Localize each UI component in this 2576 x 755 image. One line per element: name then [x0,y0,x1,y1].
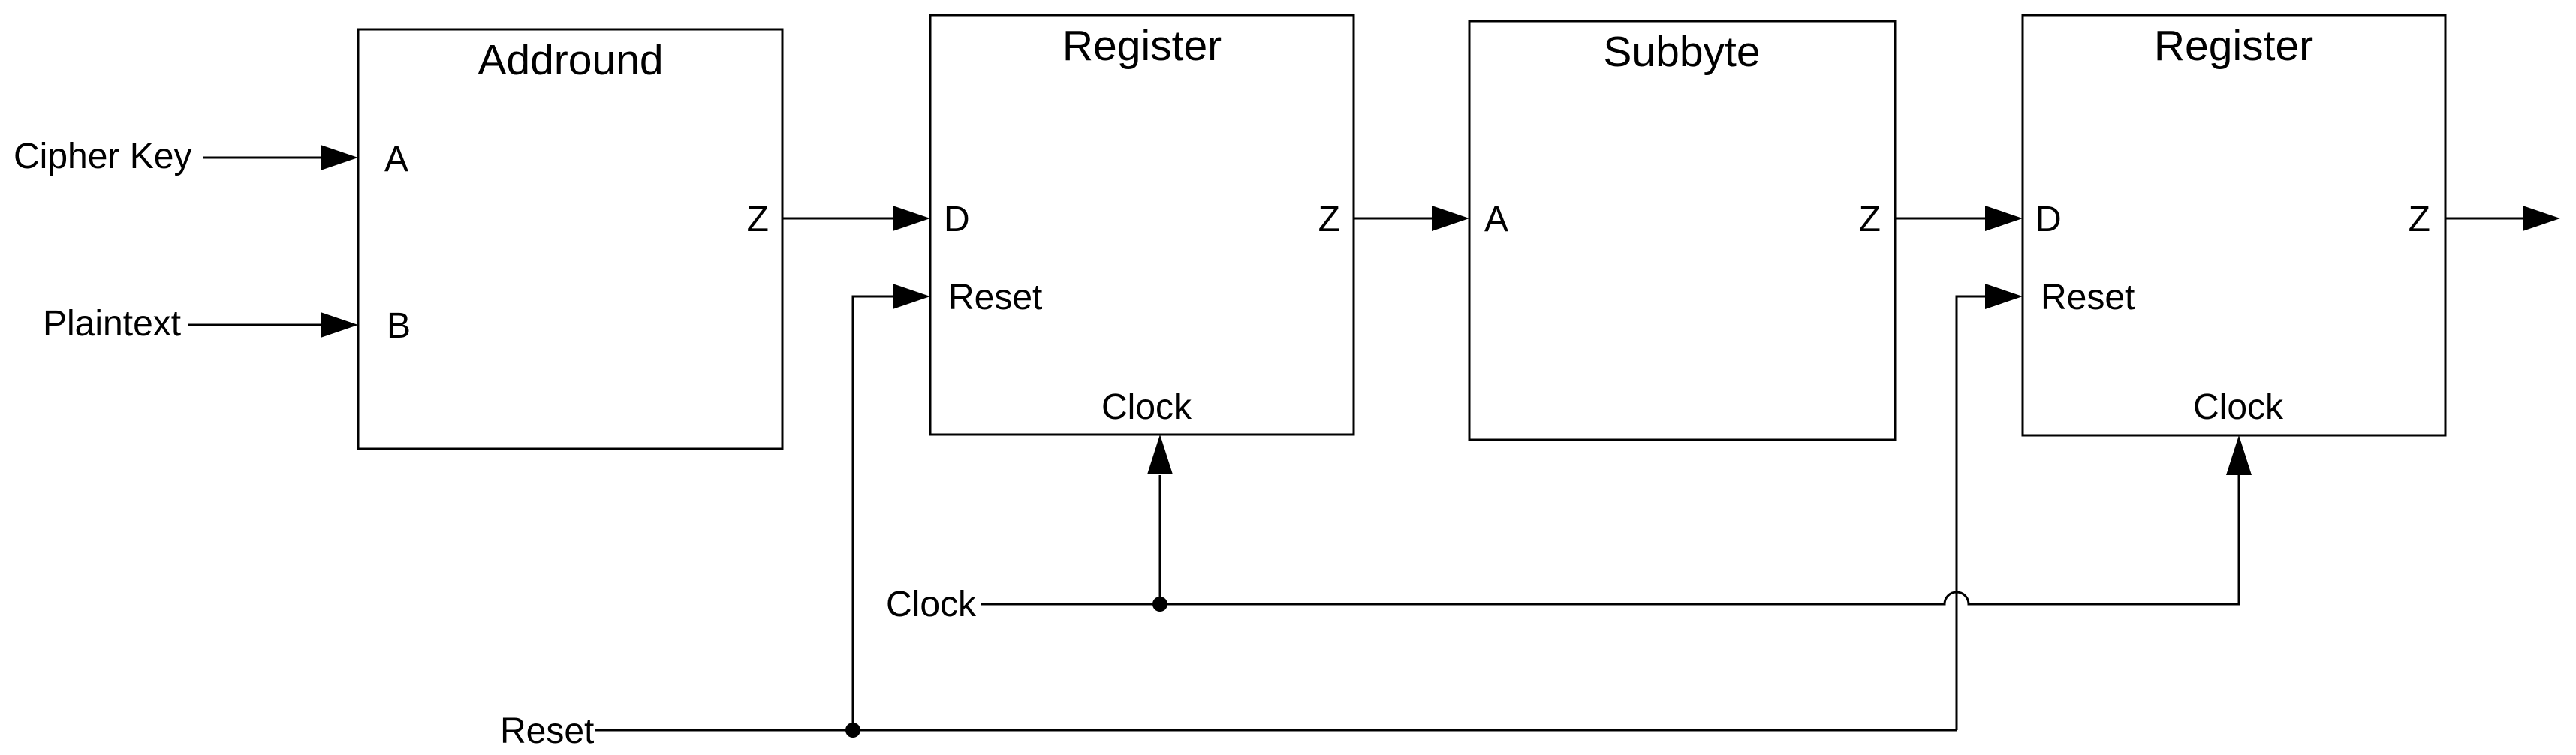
subbyte-port-a-label: A [1484,200,1508,239]
reset-signal-label: Reset [500,711,594,751]
addround-title: Addround [478,36,663,84]
cipher-key-arrowhead-icon [321,145,358,170]
register2-port-reset-label: Reset [2041,278,2135,317]
clock-signal-label: Clock [886,585,977,624]
addround-port-z-label: Z [747,200,769,239]
addround-port-a-label: A [384,140,408,179]
subbyte-to-register2-arrowhead-icon [1985,206,2023,231]
clock-junction-dot [1152,597,1167,612]
output-arrowhead-icon [2523,206,2560,231]
subbyte-title: Subbyte [1603,28,1760,76]
wire-reset-branch-register2 [1955,295,1987,730]
register2-title: Register [2154,22,2313,70]
cipher-key-label: Cipher Key [14,137,191,176]
clock-register1-arrowhead-icon [1147,435,1173,474]
register2-port-clock-label: Clock [2193,387,2284,427]
register1-port-d-label: D [944,200,970,239]
register1-port-z-label: Z [1318,200,1340,239]
reset-register1-arrowhead-icon [893,284,930,309]
addround-to-register1-arrowhead-icon [893,206,930,231]
register1-to-subbyte-arrowhead-icon [1432,206,1469,231]
register1-title: Register [1062,22,1222,70]
register2-block [2021,14,2447,437]
plaintext-arrowhead-icon [321,312,358,338]
reset-register2-arrowhead-icon [1985,284,2023,309]
wire-clock-bus [981,475,2240,606]
clock-register2-arrowhead-icon [2226,435,2252,475]
addround-block [357,28,784,450]
subbyte-block [1468,20,1897,441]
plaintext-label: Plaintext [43,304,181,344]
addround-port-b-label: B [387,306,411,346]
register2-port-d-label: D [2035,200,2062,239]
register2-port-z-label: Z [2409,200,2430,239]
register1-block [929,14,1355,436]
reset-junction-dot [845,723,860,738]
wire-reset-branch-register1 [851,295,895,730]
subbyte-port-z-label: Z [1859,200,1881,239]
register1-port-reset-label: Reset [948,278,1042,317]
register1-port-clock-label: Clock [1101,387,1192,427]
